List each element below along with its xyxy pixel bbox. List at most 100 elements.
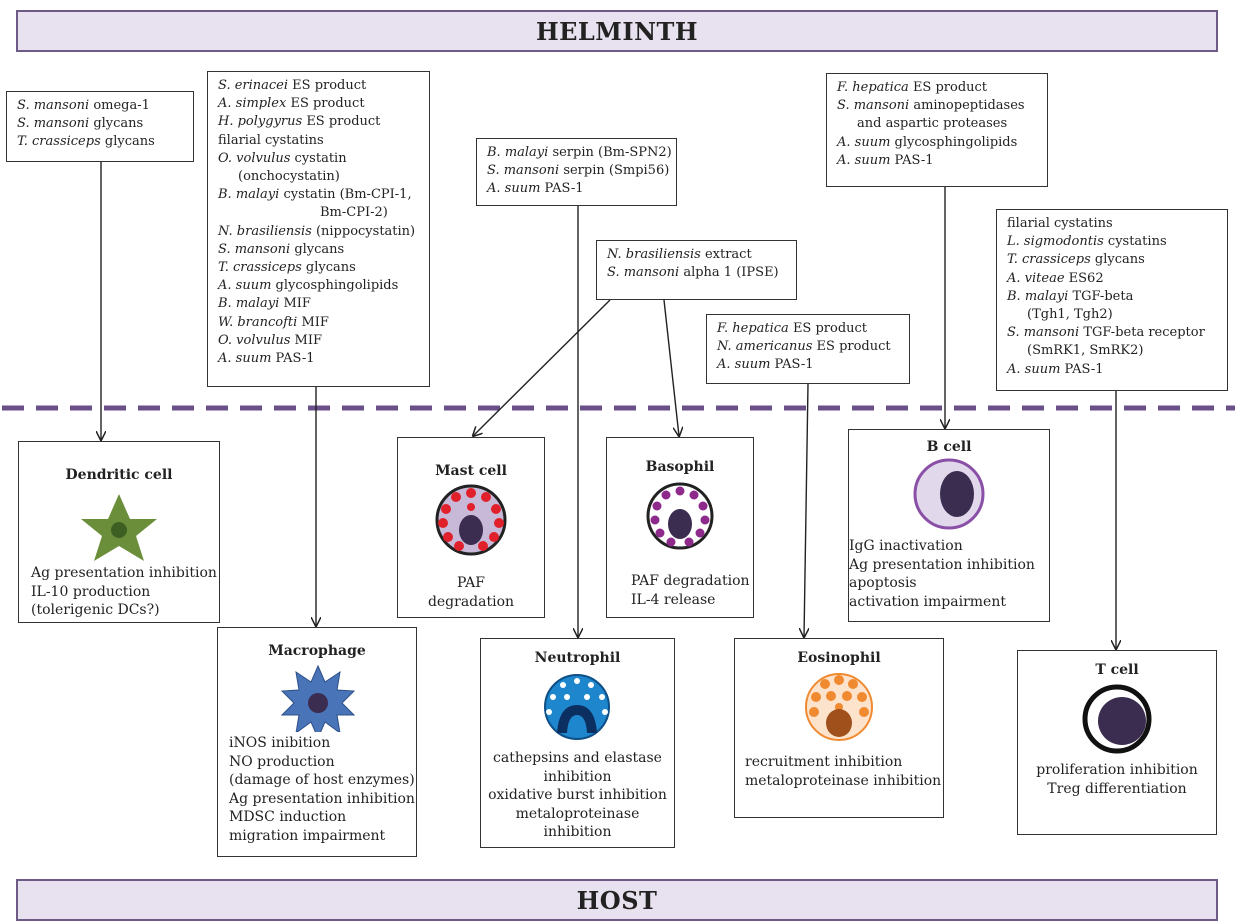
molecule-name: (onchocystatin)	[238, 169, 340, 185]
effect-line: iNOS inibition	[229, 735, 331, 752]
effect-line: IL-4 release	[631, 591, 716, 608]
source-line: A. suum glycosphingolipids	[218, 277, 419, 295]
source-line: A. suum PAS-1	[218, 350, 419, 368]
molecule-name: ES62	[1064, 270, 1104, 286]
molecule-name: extract	[700, 247, 752, 262]
effect-line: apoptosis	[849, 575, 917, 592]
species-name: S. mansoni	[487, 163, 560, 179]
source-line: F. hepatica ES product	[837, 79, 1037, 97]
species-name: N. americanus	[717, 339, 813, 355]
source-line: B. malayi serpin (Bm-SPN2)	[487, 144, 672, 162]
source-line: B. malayi TGF-beta	[1007, 288, 1217, 306]
source-line: S. mansoni glycans	[17, 115, 183, 133]
molecule-name: ES product	[812, 339, 891, 355]
species-name: B. malayi	[218, 187, 280, 203]
molecule-name: PAS-1	[770, 357, 814, 373]
species-name: A. suum	[218, 278, 272, 294]
effect-line: degradation	[427, 593, 515, 610]
effect-line: inhibition	[543, 768, 612, 785]
molecule-name: cystatin	[290, 150, 347, 166]
source-line: N. brasiliensis (nippocystatin)	[218, 223, 419, 241]
source-line: T. crassiceps glycans	[17, 133, 183, 151]
source-line: filarial cystatins	[218, 132, 419, 150]
molecule-name: aminopeptidases	[909, 98, 1025, 114]
macrophage-icon	[280, 664, 356, 733]
source-line: W. brancofti MIF	[218, 314, 419, 332]
source-line: A. suum PAS-1	[837, 152, 1037, 170]
tcell-icon	[1082, 684, 1152, 754]
cell-title: Eosinophil	[797, 650, 881, 666]
molecule-name: and aspartic proteases	[857, 116, 1008, 132]
species-name: B. malayi	[487, 145, 549, 160]
molecule-name: glycans	[290, 241, 345, 257]
species-name: A. suum	[837, 134, 891, 150]
dendritic-cell-icon	[81, 494, 157, 562]
molecule-name: (SmRK1, SmRK2)	[1027, 343, 1144, 359]
species-name: S. mansoni	[837, 98, 910, 114]
effect-line: NO production	[229, 753, 335, 770]
species-name: S. mansoni	[17, 98, 90, 113]
cell-title: Neutrophil	[534, 650, 621, 666]
eosinophil-icon	[805, 673, 873, 742]
effect-line: MDSC induction	[229, 809, 347, 826]
effect-line: metaloproteinase	[515, 805, 640, 822]
mast-cell-icon	[435, 484, 507, 556]
molecule-name: filarial cystatins	[1007, 216, 1113, 231]
source-line: A. suum PAS-1	[717, 356, 899, 374]
effect-line: proliferation inhibition	[1036, 762, 1198, 779]
bcell-icon	[913, 458, 985, 530]
effect-line: activation impairment	[849, 593, 1006, 610]
effect-line: metaloproteinase inhibition	[745, 772, 942, 789]
source-line: T. crassiceps glycans	[1007, 251, 1217, 269]
source-line: S. mansoni aminopeptidases	[837, 97, 1037, 115]
molecule-name: PAS-1	[890, 152, 934, 168]
species-name: H. polygyrus	[218, 114, 303, 130]
basophil-icon	[646, 482, 714, 550]
species-name: T. crassiceps	[1007, 252, 1091, 268]
molecule-name: PAS-1	[271, 351, 315, 367]
source-line: B. malayi cystatin (Bm-CPI-1,	[218, 186, 419, 204]
species-name: S. mansoni	[218, 241, 291, 257]
effect-line: inhibition	[543, 824, 612, 841]
species-name: B. malayi	[1007, 288, 1069, 304]
molecule-name: ES product	[788, 321, 868, 336]
arrow-s4-basophil	[663, 299, 679, 436]
effect-line: (tolerigenic DCs?)	[31, 602, 160, 619]
species-name: N. brasiliensis	[607, 247, 701, 262]
effect-line: recruitment inhibition	[745, 754, 903, 771]
effect-line: PAF	[457, 575, 485, 592]
source-line: Bm-CPI-2)	[218, 204, 419, 222]
species-name: A. viteae	[1007, 270, 1065, 286]
species-name: O. volvulus	[218, 150, 291, 166]
species-name: L. sigmodontis	[1007, 234, 1104, 250]
source-line: (SmRK1, SmRK2)	[1007, 342, 1217, 360]
effect-line: migration impairment	[229, 827, 386, 844]
molecule-name: cystatins	[1103, 234, 1167, 250]
source-box-s3: B. malayi serpin (Bm-SPN2)S. mansoni ser…	[476, 138, 677, 206]
effect-line: PAF degradation	[631, 573, 750, 590]
source-line: A. simplex ES product	[218, 95, 419, 113]
helminth-banner: HELMINTH	[16, 10, 1218, 52]
source-line: A. suum glycosphingolipids	[837, 134, 1037, 152]
source-line: S. mansoni omega-1	[17, 97, 183, 115]
species-name: A. suum	[717, 357, 771, 373]
source-line: L. sigmodontis cystatins	[1007, 233, 1217, 251]
source-line: N. brasiliensis extract	[607, 246, 786, 264]
effect-line: Ag presentation inhibition	[31, 565, 217, 582]
source-line: S. mansoni serpin (Smpi56)	[487, 162, 669, 180]
effect-line: Ag presentation inhibition	[229, 790, 415, 807]
source-line: (onchocystatin)	[218, 168, 419, 186]
molecule-name: omega-1	[89, 98, 150, 113]
species-name: W. brancofti	[218, 314, 298, 330]
species-name: A. suum	[837, 152, 891, 168]
species-name: T. crassiceps	[218, 260, 302, 276]
molecule-name: MIF	[297, 314, 329, 330]
species-name: A. simplex	[218, 96, 287, 112]
cell-title: T cell	[1095, 662, 1139, 678]
